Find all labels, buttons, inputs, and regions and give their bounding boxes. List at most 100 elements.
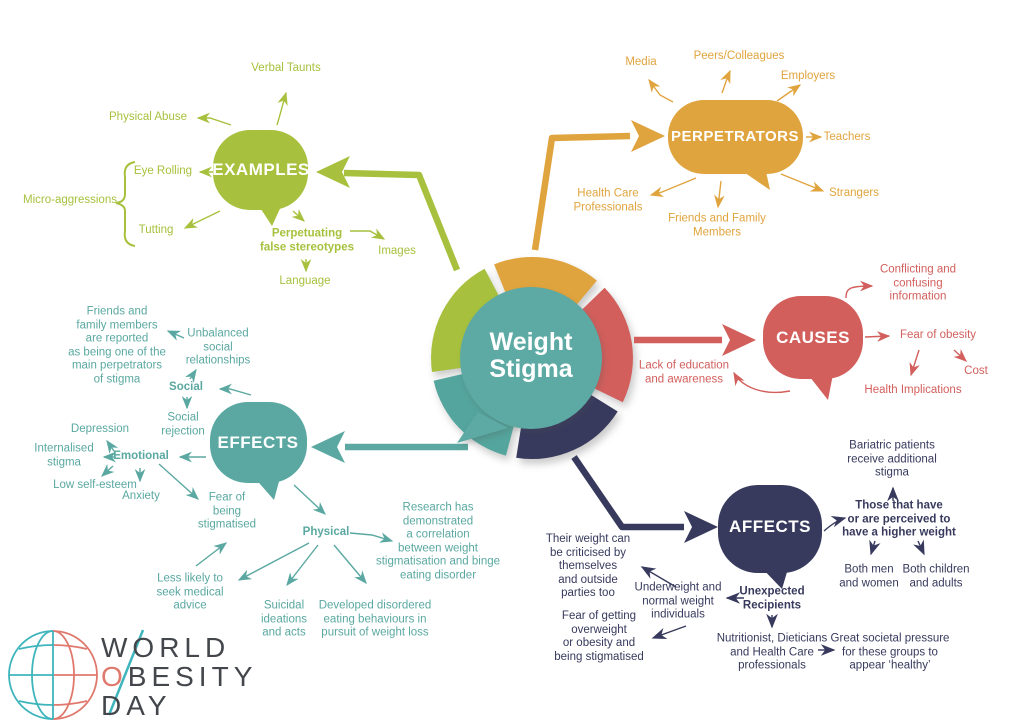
- logo-word-obesity: OBESITY: [101, 661, 258, 692]
- arrow-lack-education: [733, 371, 791, 394]
- connector-examples-arrowhead: [316, 156, 350, 188]
- micro-aggressions-brace: [115, 161, 136, 247]
- arrow-peers: [720, 69, 731, 94]
- emotional-label: Emotional: [113, 450, 169, 463]
- friends-reported-label: Friends and family members are reported …: [68, 305, 166, 386]
- physical-label: Physical: [302, 526, 350, 539]
- perpetrators-bubble-label: PERPETRATORS: [671, 128, 799, 146]
- main-connectors: [311, 120, 756, 543]
- friends-family-label: Friends and Family Members: [668, 212, 766, 238]
- teachers-label: Teachers: [823, 131, 871, 144]
- arrow-disordered: [333, 544, 367, 585]
- pressure-label: Great societal pressure for these groups…: [830, 632, 950, 672]
- their-weight-label: Their weight can be criticised by themse…: [545, 533, 631, 600]
- causes-arrows: [733, 280, 967, 394]
- examples-arrows: [115, 91, 386, 273]
- images-label: Images: [378, 245, 416, 258]
- connector-to-perpetrators: [531, 132, 631, 251]
- arrow-unbalanced: [184, 368, 197, 383]
- arrow-cost: [953, 348, 967, 362]
- arrow-physical-abuse: [196, 112, 232, 126]
- unexpected-label: Unexpected Recipients: [739, 585, 805, 611]
- globe-icon: [8, 629, 145, 720]
- logo-word-day: DAY: [101, 690, 172, 721]
- center-bubble-tail: [457, 412, 508, 443]
- affects-bubble: [718, 485, 822, 573]
- arrow-those: [823, 515, 847, 532]
- peers-label: Peers/Colleagues: [693, 50, 785, 63]
- men-women-label: Both men and women: [839, 563, 899, 589]
- suicidal-label: Suicidal ideations and acts: [260, 599, 308, 639]
- low-self-esteem-label: Low self-esteem: [53, 479, 137, 492]
- eye-rolling-label: Eye Rolling: [133, 165, 193, 178]
- physical-abuse-label: Physical Abuse: [109, 111, 187, 124]
- effects-bubble-label: EFFECTS: [217, 432, 299, 452]
- children-adults-label: Both children and adults: [902, 563, 970, 589]
- perpetrators-bubble: [668, 100, 803, 174]
- depression-label: Depression: [70, 423, 130, 436]
- connector-affects-arrowhead: [684, 511, 718, 543]
- logo-slash: [107, 629, 145, 716]
- world-obesity-day-logo: WORLD OBESITY DAY: [101, 633, 257, 720]
- center-bubble: [457, 287, 602, 443]
- center-title: Weight Stigma: [489, 328, 573, 383]
- verbal-taunts-label: Verbal Taunts: [251, 62, 321, 75]
- fear-getting-label: Fear of getting overweight or obesity an…: [554, 609, 644, 663]
- micro-aggressions-label: Micro-aggressions: [23, 194, 117, 207]
- arrow-friends-reported: [166, 330, 185, 341]
- causes-bubble-label: CAUSES: [776, 327, 850, 347]
- causes-bubble: [763, 296, 863, 379]
- language-label: Language: [279, 275, 331, 288]
- cost-label: Cost: [964, 365, 988, 378]
- anxiety-label: Anxiety: [122, 490, 160, 503]
- wheel-segment-examples: [431, 268, 506, 372]
- arrow-strangers: [780, 173, 825, 192]
- arrow-friends-family: [714, 180, 725, 209]
- arrow-health-care: [649, 177, 697, 197]
- media-label: Media: [625, 56, 657, 69]
- less-likely-label: Less likely to seek medical advice: [156, 572, 224, 612]
- strangers-label: Strangers: [829, 187, 879, 200]
- conflicting-label: Conflicting and confusing information: [879, 263, 957, 303]
- arrow-conflicting: [845, 280, 874, 299]
- arrow-fear-obesity: [864, 331, 891, 342]
- arrow-media: [648, 78, 674, 103]
- branch-bubbles: [210, 100, 863, 589]
- perpetuating-label: Perpetuating false stereotypes: [260, 227, 354, 253]
- arrow-employers: [776, 84, 802, 102]
- wheel-segment-affects: [516, 388, 618, 460]
- health-implications-label: Health Implications: [864, 384, 962, 397]
- nutritionist-label: Nutritionist, Dieticians and Health Care…: [716, 632, 828, 672]
- connector-effects-arrowhead: [311, 431, 345, 463]
- affects-bubble-label: AFFECTS: [729, 516, 811, 536]
- arrow-social: [218, 383, 252, 396]
- fear-stigmatised-label: Fear of being stigmatised: [197, 491, 257, 531]
- examples-bubble-label: EXAMPLES: [212, 159, 310, 179]
- research-label: Research has demonstrated a correlation …: [375, 501, 501, 582]
- wheel-segment-effects: [433, 370, 518, 456]
- center-bubble-circle: [460, 287, 602, 429]
- arrow-physical: [293, 484, 326, 515]
- connector-to-affects: [571, 455, 684, 531]
- bariatric-label: Bariatric patients receive additional st…: [847, 439, 937, 479]
- employers-label: Employers: [780, 70, 836, 83]
- effects-arrows: [101, 330, 394, 587]
- arrow-suicidal: [286, 544, 319, 587]
- arrow-perpetuating: [291, 209, 305, 222]
- arrow-health-implications: [909, 349, 920, 377]
- arrow-children-adults: [913, 539, 925, 556]
- connector-perpetrators-arrowhead: [631, 120, 665, 152]
- arrow-less-to-fear: [195, 542, 228, 567]
- health-care-label: Health Care Professionals: [573, 187, 643, 213]
- logo-word-world: WORLD: [101, 632, 231, 663]
- social-rejection-label: Social rejection: [161, 411, 205, 437]
- disordered-label: Developed disordered eating behaviours i…: [318, 599, 432, 639]
- arrow-depression: [106, 439, 119, 454]
- arrow-research: [349, 532, 394, 543]
- internalised-label: Internalised stigma: [34, 442, 94, 468]
- effects-bubble: [210, 402, 307, 483]
- connector-to-examples: [343, 169, 461, 272]
- fear-obesity-label: Fear of obesity: [899, 329, 977, 342]
